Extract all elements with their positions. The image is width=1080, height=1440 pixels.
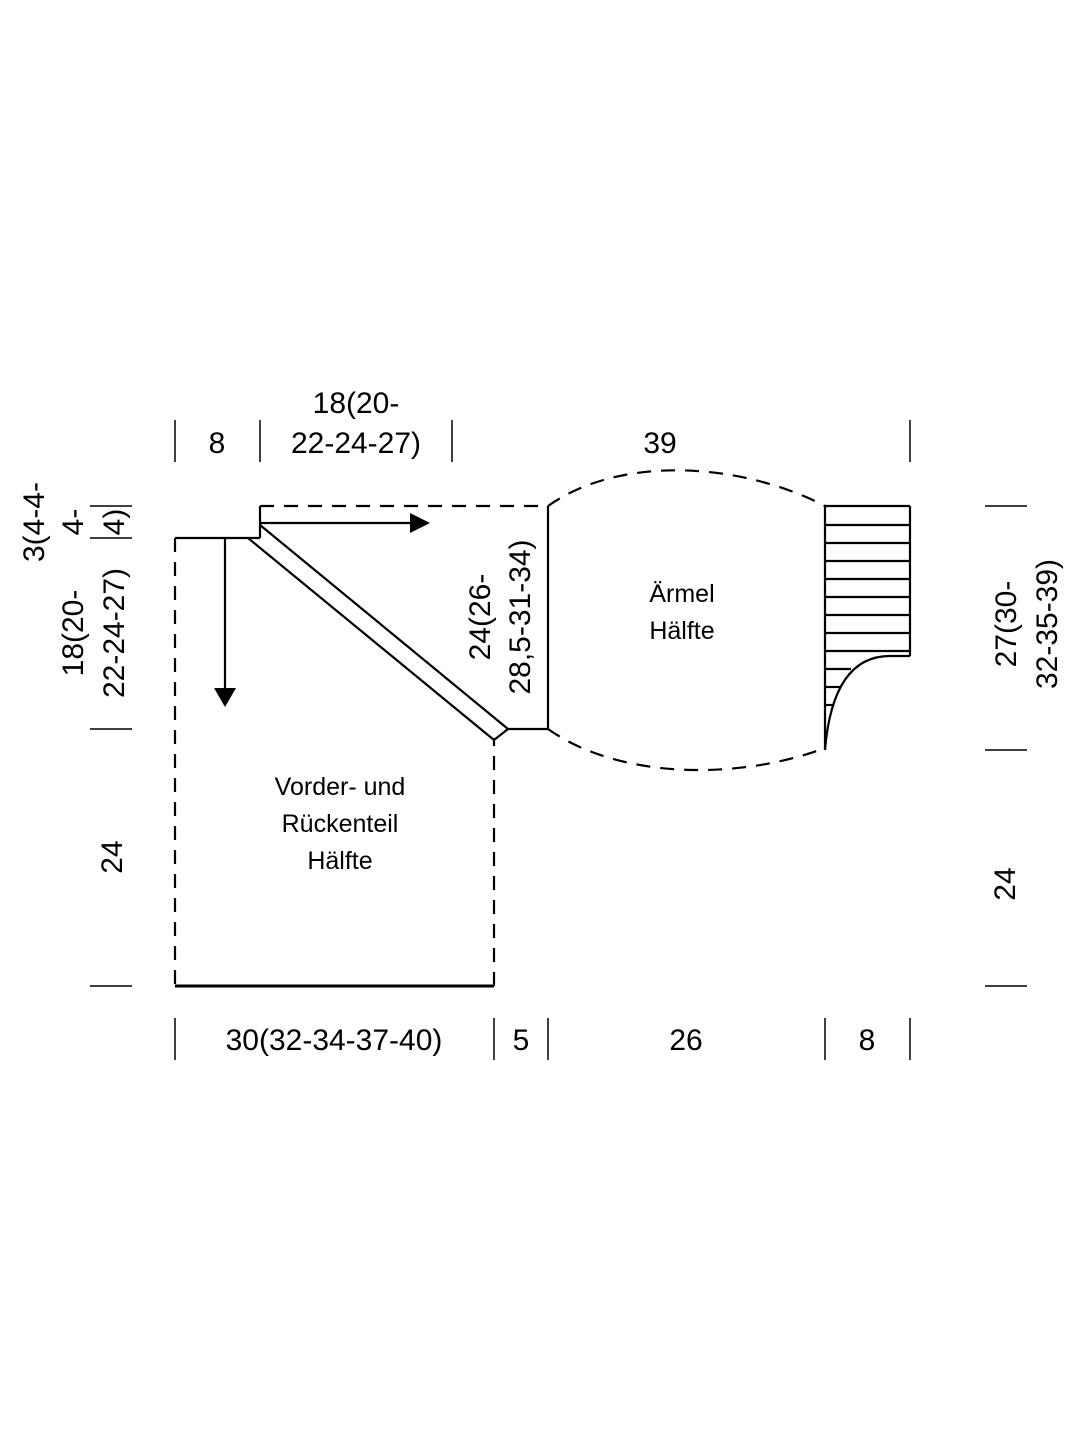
dim-sleeve-top-line1: 24(26- (464, 574, 497, 661)
dimension-ticks (90, 420, 1027, 1060)
dim-sleeve-top-line2: 28,5-31-34) (504, 539, 537, 694)
cuff-hatching (825, 523, 910, 707)
dim-sleeve-width-line1: 27(30- (990, 581, 1023, 668)
dim-body-length: 24 (96, 840, 129, 873)
body-label-line1: Vorder- und (275, 773, 406, 801)
dim-armhole-line1: 18(20- (57, 590, 90, 677)
sleeve-label-line2: Hälfte (649, 617, 714, 645)
dim-sleeve-width-line2: 32-35-39) (1031, 559, 1064, 689)
dim-shoulder-drop-line1: 3(4-4- (18, 482, 51, 562)
arrow-down-icon (214, 688, 236, 707)
dim-shoulder-drop-line2: 4- (57, 509, 90, 536)
dim-underarm: 5 (513, 1024, 530, 1057)
body-label-line2: Rückenteil (282, 810, 399, 838)
dim-cuff: 8 (859, 1024, 876, 1057)
dim-shoulder-line1: 18(20- (313, 387, 400, 420)
dim-shoulder-line2: 22-24-27) (291, 427, 421, 460)
body-piece (173, 504, 550, 988)
dim-sleeve-main: 26 (669, 1024, 702, 1057)
dim-armhole-line2: 22-24-27) (98, 568, 131, 698)
sleeve-label-line1: Ärmel (649, 580, 714, 608)
body-label-line3: Hälfte (307, 847, 372, 875)
dim-shoulder-drop-line3: 4) (98, 509, 131, 536)
dim-sleeve-length: 39 (643, 427, 676, 460)
arrow-right-icon (410, 513, 430, 533)
dim-lower-length: 24 (989, 867, 1022, 900)
dim-neck-width: 8 (209, 427, 226, 460)
sleeve-piece (547, 469, 912, 772)
dim-half-body-width: 30(32-34-37-40) (226, 1024, 443, 1057)
